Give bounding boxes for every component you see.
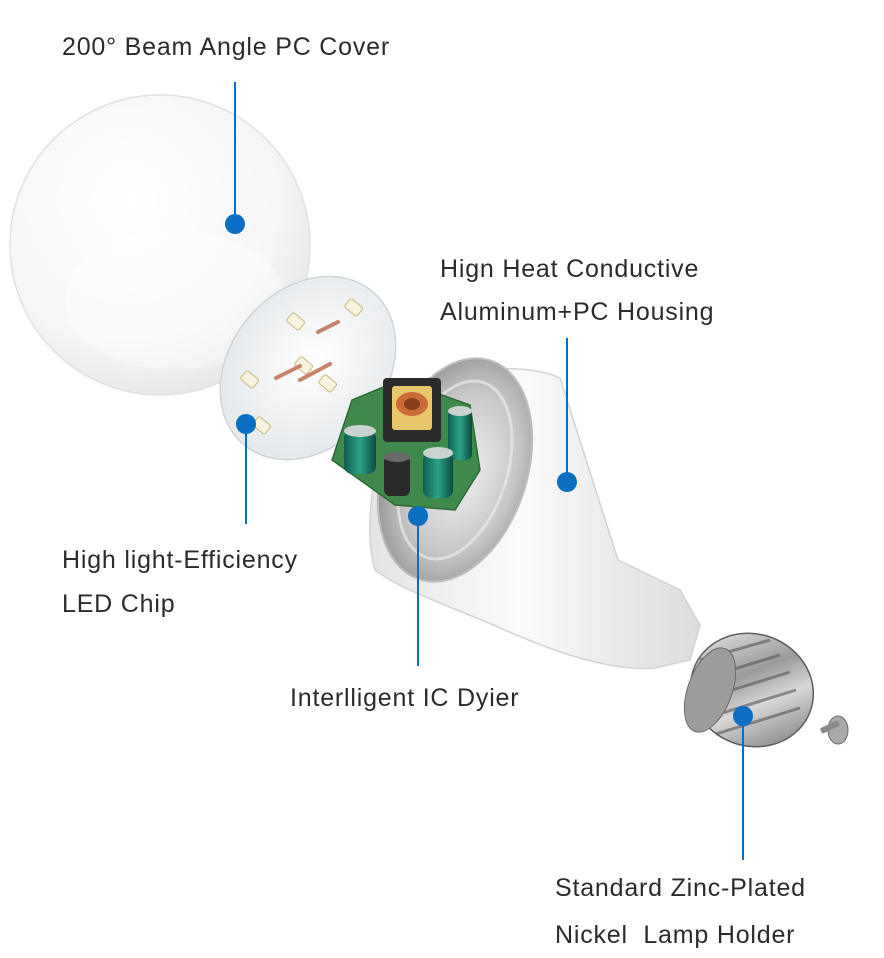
led-chip-icon	[240, 298, 364, 435]
led-label-line2: LED Chip	[62, 590, 176, 618]
holder-label-line2: Nickel Lamp Holder	[555, 921, 796, 949]
holder-label-line1: Standard Zinc-Plated	[555, 874, 806, 902]
callout-housing-leader	[557, 338, 577, 492]
lamp-holder	[683, 632, 815, 748]
driver-label: Interlligent IC Dyier	[290, 684, 520, 712]
housing-label-line2: Aluminum+PC Housing	[440, 298, 715, 326]
callout-led-leader	[236, 414, 256, 524]
callout-holder-leader	[733, 706, 753, 860]
cover-label: 200° Beam Angle PC Cover	[62, 33, 390, 61]
housing-label-line1: Hign Heat Conductive	[440, 255, 700, 283]
callout-driver-leader	[408, 506, 428, 666]
screw	[820, 715, 849, 745]
callout-cover-leader	[225, 82, 245, 234]
led-label-line1: High light-Efficiency	[62, 546, 298, 574]
coil-icon	[383, 378, 441, 442]
driver-board	[331, 378, 481, 511]
capacitor-icon	[344, 406, 472, 498]
